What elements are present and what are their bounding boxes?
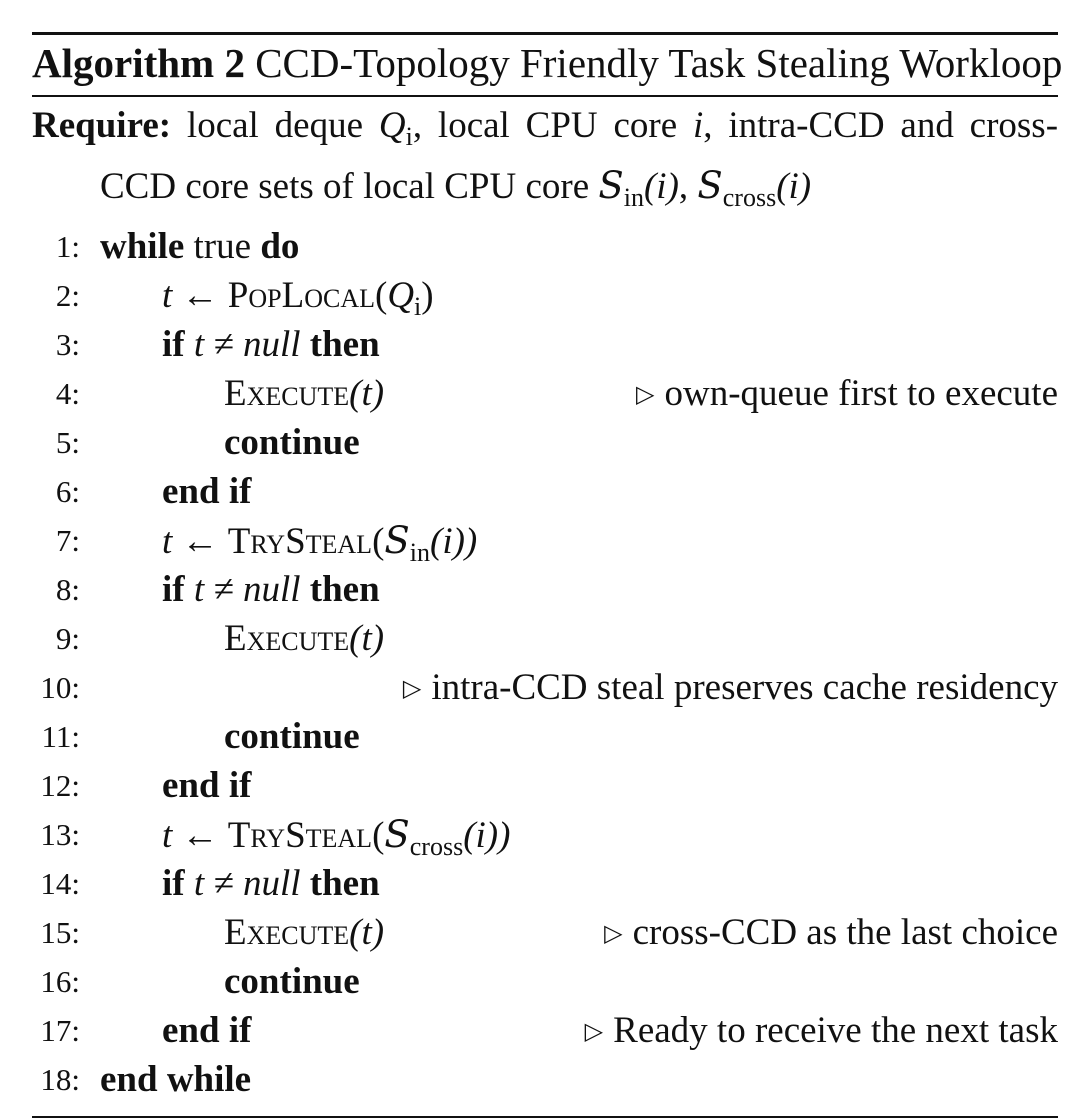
algo-line: 9: Execute(t): [32, 614, 1058, 663]
require-keyword: Require:: [32, 105, 172, 146]
algo-line: 17: end if ▷Ready to receive the next ta…: [32, 1006, 1058, 1055]
algo-line: 11: continue: [32, 712, 1058, 761]
line-code: end if: [162, 1010, 252, 1051]
line-number: 1:: [55, 229, 80, 264]
line-code: continue: [224, 961, 360, 1002]
line-number: 7:: [55, 523, 80, 558]
line-code: Execute(t): [224, 618, 385, 659]
line-number: 18:: [40, 1062, 80, 1097]
line-number: 10:: [40, 670, 80, 705]
algo-line: 3: if t ≠ null then: [32, 320, 1058, 369]
core-var: i: [692, 105, 704, 146]
line-code: continue: [224, 422, 360, 463]
algorithm-label: Algorithm 2: [32, 40, 245, 86]
line-number: 16:: [40, 964, 80, 999]
algo-line: 2: t ← PopLocal(Qi): [32, 271, 1058, 321]
algo-line: 15: Execute(t) ▷cross-CCD as the last ch…: [32, 908, 1058, 957]
algo-line: 7: t ← TrySteal(Sin(i)): [32, 516, 1058, 567]
line-number: 5:: [55, 425, 80, 460]
algo-line: 4: Execute(t) ▷own-queue first to execut…: [32, 369, 1058, 418]
algo-line: 8: if t ≠ null then: [32, 565, 1058, 614]
algo-line: 14: if t ≠ null then: [32, 859, 1058, 908]
deque-var: Qi: [378, 105, 413, 151]
algo-line: 18: end while: [32, 1055, 1058, 1104]
line-number: 4:: [55, 376, 80, 411]
algo-line: 12: end if: [32, 761, 1058, 810]
line-code: if t ≠ null then: [162, 863, 380, 904]
line-number: 6:: [55, 474, 80, 509]
line-code: t ← TrySteal(Scross(i)): [162, 813, 511, 861]
line-code: end if: [162, 765, 252, 806]
line-comment: ▷Ready to receive the next task: [584, 1010, 1058, 1051]
algorithm-block: Algorithm 2 CCD-Topology Friendly Task S…: [32, 32, 1062, 1118]
algo-line: 10: ▷intra-CCD steal preserves cache res…: [32, 663, 1058, 712]
line-comment: ▷cross-CCD as the last choice: [604, 912, 1058, 953]
line-number: 14:: [40, 866, 80, 901]
line-code: Execute(t): [224, 373, 385, 414]
line-code: t ← TrySteal(Sin(i)): [162, 519, 478, 567]
line-number: 17:: [40, 1013, 80, 1048]
require-text: , local CPU core: [412, 105, 678, 146]
require-comma: ,: [678, 166, 689, 207]
line-number: 15:: [40, 915, 80, 950]
algo-line: 13: t ← TrySteal(Scross(i)): [32, 810, 1058, 861]
algo-line: 5: continue: [32, 418, 1058, 467]
algo-line: 16: continue: [32, 957, 1058, 1006]
line-code: continue: [224, 716, 360, 757]
require-text: , intra-CCD and cross-CCD core sets of l…: [100, 105, 1059, 207]
line-code: if t ≠ null then: [162, 324, 380, 365]
line-number: 11:: [41, 719, 80, 754]
line-number: 2:: [55, 278, 80, 313]
algorithm-caption: Algorithm 2 CCD-Topology Friendly Task S…: [32, 39, 1062, 87]
algo-line: 1: while true do: [32, 222, 1058, 271]
line-number: 9:: [55, 621, 80, 656]
line-number: 3:: [55, 327, 80, 362]
line-code: if t ≠ null then: [162, 569, 380, 610]
line-code: t ← PopLocal(Qi): [162, 275, 434, 321]
line-code: end if: [162, 471, 252, 512]
set-in: Sin(i): [598, 164, 679, 212]
line-number: 8:: [55, 572, 80, 607]
top-rule: [32, 32, 1058, 35]
require-clause: Require: local deque Qi, local CPU core …: [32, 101, 1058, 222]
line-code: end while: [100, 1059, 252, 1100]
caption-rule: [32, 95, 1058, 97]
require-text: local deque: [186, 105, 364, 146]
line-comment: ▷own-queue first to execute: [636, 373, 1058, 414]
algo-line: 6: end if: [32, 467, 1058, 516]
set-cross: Scross(i): [697, 164, 812, 212]
line-number: 12:: [40, 768, 80, 803]
algorithm-title: CCD-Topology Friendly Task Stealing Work…: [255, 40, 1063, 86]
line-code: while true do: [100, 226, 300, 267]
line-code: Execute(t): [224, 912, 385, 953]
line-comment: ▷intra-CCD steal preserves cache residen…: [402, 667, 1058, 708]
line-number: 13:: [40, 817, 80, 852]
